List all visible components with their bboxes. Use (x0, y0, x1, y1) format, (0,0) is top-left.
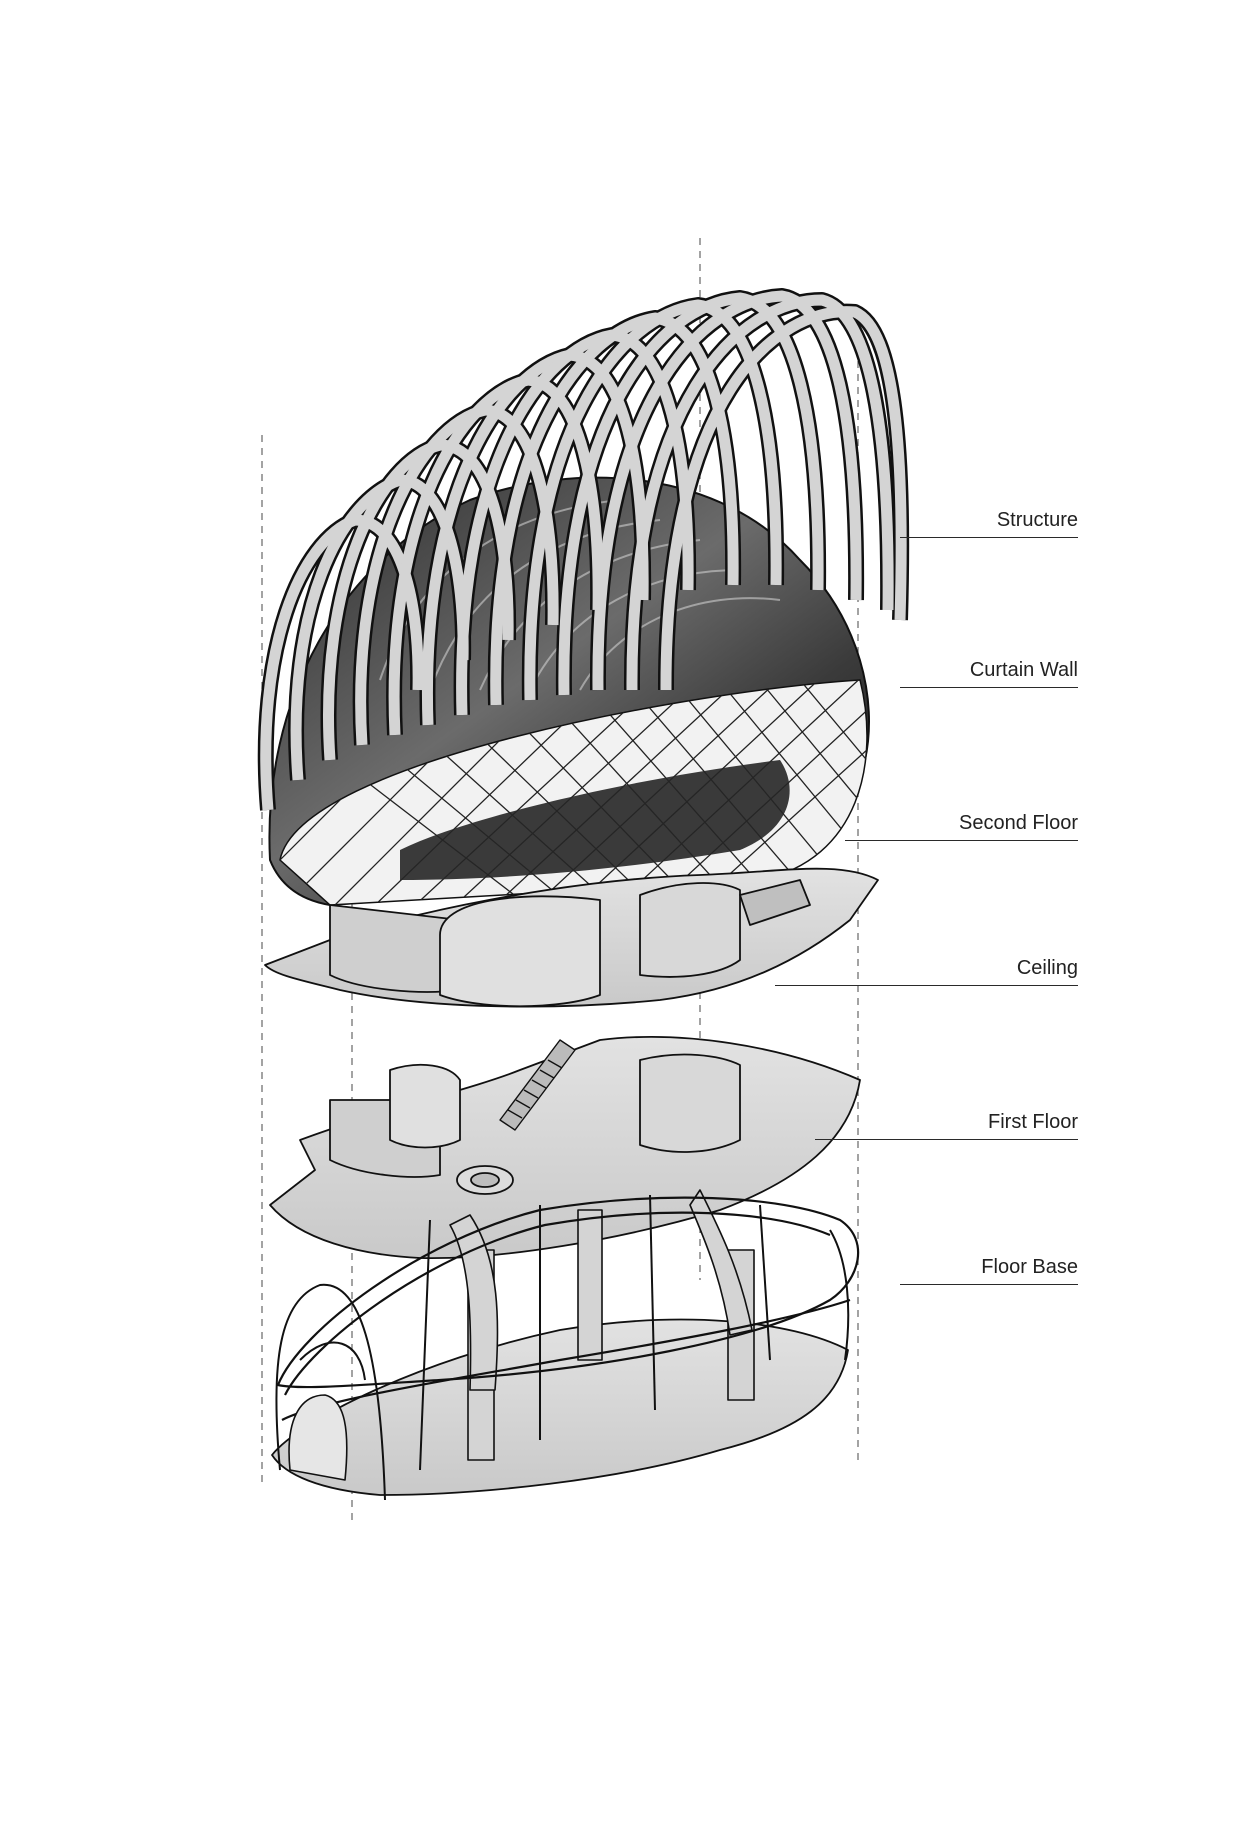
leader-line-second-floor (845, 840, 1078, 841)
first-floor-layer (269, 1036, 861, 1260)
ceiling-layer (264, 867, 879, 1008)
label-structure: Structure (996, 509, 1078, 531)
floor-base-layer (271, 1189, 860, 1501)
floor-base-slab (271, 1318, 849, 1496)
floor-base-arches (275, 1194, 850, 1501)
label-floor-base: Floor Base (981, 1256, 1078, 1278)
first-floor-curved-wall (389, 1063, 461, 1149)
leader-line-structure (900, 537, 1078, 538)
label-first-floor: First Floor (988, 1111, 1078, 1133)
label-curtain-wall: Curtain Wall (969, 659, 1078, 681)
leader-line-ceiling (775, 985, 1078, 986)
second-floor-dark-band (400, 760, 790, 880)
structure-layer (257, 288, 910, 811)
leader-line-floor-base (900, 1284, 1078, 1285)
label-ceiling: Ceiling (1016, 957, 1078, 979)
spiral-fixture-core (470, 1172, 500, 1188)
ceiling-edge-detail (739, 879, 811, 926)
second-floor-round-room (439, 895, 601, 1008)
floor-base-railing (276, 1196, 860, 1421)
staircase (499, 1039, 576, 1131)
floor-base-columns (449, 1189, 755, 1461)
second-floor-wall-right (639, 882, 741, 978)
label-second-floor: Second Floor (959, 812, 1078, 834)
structure-ribs-fill (260, 290, 907, 811)
first-floor-core (639, 1053, 741, 1153)
leader-line-first-floor (815, 1139, 1078, 1140)
floor-base-entrance (288, 1394, 348, 1481)
leader-line-curtain-wall (900, 687, 1078, 688)
